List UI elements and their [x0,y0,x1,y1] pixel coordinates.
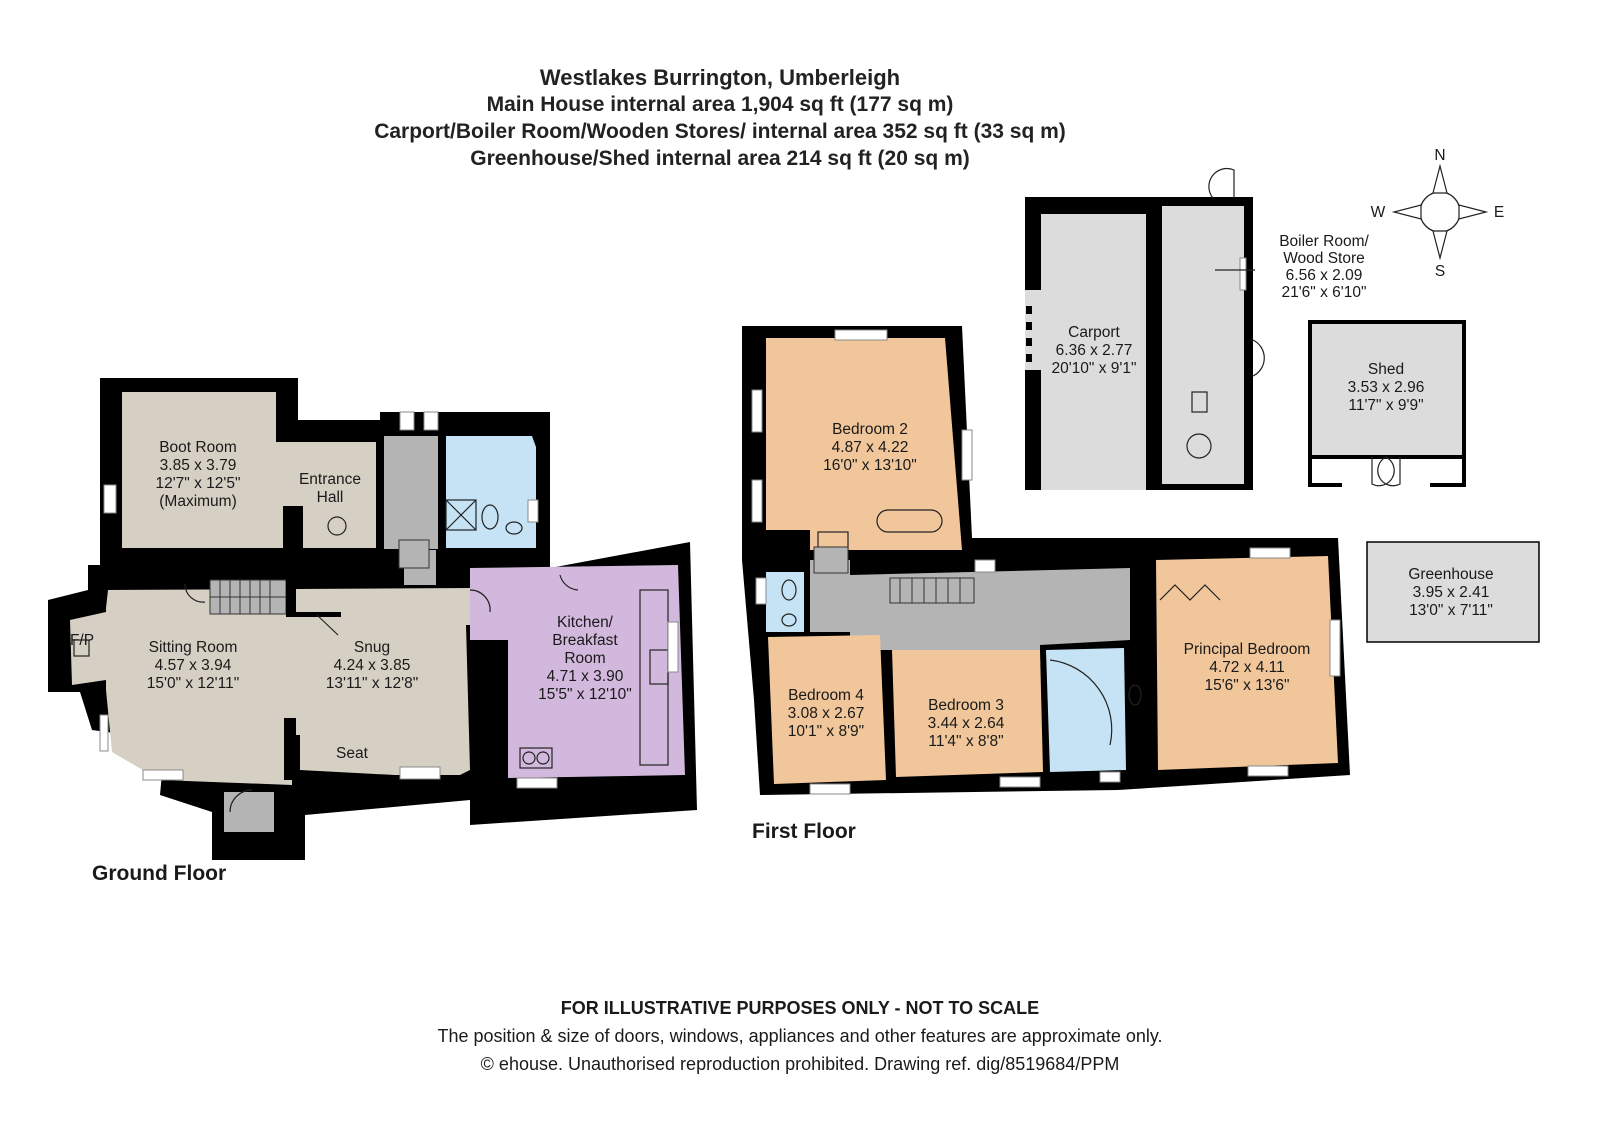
compass-rose-icon: N S W E [1371,147,1504,280]
svg-text:11'4" x 8'8": 11'4" x 8'8" [928,733,1003,750]
svg-text:Hall: Hall [317,489,344,506]
shed [1308,320,1466,459]
svg-text:3.85 x 3.79: 3.85 x 3.79 [160,457,237,474]
compass-w: W [1371,204,1386,221]
ground-floor-plan: Boot Room 3.85 x 3.79 12'7" x 12'5" (Max… [48,378,697,860]
disclaimer: FOR ILLUSTRATIVE PURPOSES ONLY - NOT TO … [560,998,1040,1018]
property-title: Westlakes Burrington, Umberleigh [539,65,901,90]
svg-text:Breakfast: Breakfast [552,632,618,649]
garden-buildings-area: Greenhouse/Shed internal area 214 sq ft … [470,147,970,170]
principal-bedroom [1156,556,1338,770]
svg-text:Snug: Snug [354,639,390,656]
entrance-hall [283,442,376,548]
svg-text:15'0" x 12'11": 15'0" x 12'11" [147,675,239,692]
bedroom-3 [892,650,1043,777]
plan-header: Westlakes Burrington, Umberleigh Main Ho… [0,64,1440,172]
first-floor-plan: Bedroom 2 4.87 x 4.22 16'0" x 13'10" Bed… [742,326,1350,795]
svg-text:Kitchen/: Kitchen/ [557,614,614,631]
main-house-area: Main House internal area 1,904 sq ft (17… [486,93,954,116]
svg-text:Principal Bedroom: Principal Bedroom [1184,641,1311,658]
svg-text:6.36 x 2.77: 6.36 x 2.77 [1056,342,1133,359]
boiler-room-wood-store [1162,206,1244,484]
seat-label: Seat [336,745,369,762]
ground-lobby [384,436,438,549]
kitchen-breakfast-room [470,565,685,778]
ground-floor-label: Ground Floor [92,862,226,885]
svg-text:4.57 x 3.94: 4.57 x 3.94 [155,657,232,674]
svg-text:Boiler Room/: Boiler Room/ [1279,233,1369,250]
svg-text:13'0" x 7'11": 13'0" x 7'11" [1409,602,1493,619]
svg-text:Wood Store: Wood Store [1283,250,1365,267]
svg-text:(Maximum): (Maximum) [159,493,237,510]
svg-text:4.72 x 4.11: 4.72 x 4.11 [1209,659,1285,676]
svg-text:15'6" x 13'6": 15'6" x 13'6" [1204,677,1289,694]
svg-text:3.53 x 2.96: 3.53 x 2.96 [1348,379,1425,396]
sitting-room-snug [106,588,470,785]
carport [1041,214,1146,490]
accuracy-note: The position & size of doors, windows, a… [437,1026,1163,1046]
boot-room [122,392,283,548]
svg-text:Carport: Carport [1068,324,1120,341]
compass-e: E [1494,204,1504,221]
ground-shower-room [446,436,536,548]
svg-text:20'10" x 9'1": 20'10" x 9'1" [1051,360,1136,377]
compass-n: N [1434,147,1445,164]
svg-text:15'5" x 12'10": 15'5" x 12'10" [538,686,632,703]
greenhouse [1366,541,1540,643]
first-floor-bathroom [1046,648,1126,772]
copyright-note: © ehouse. Unauthorised reproduction proh… [480,1054,1120,1074]
svg-text:Entrance: Entrance [299,471,361,488]
svg-text:16'0" x 13'10": 16'0" x 13'10" [823,457,917,474]
svg-text:Greenhouse: Greenhouse [1408,566,1493,583]
svg-text:4.24 x 3.85: 4.24 x 3.85 [334,657,411,674]
svg-text:Sitting Room: Sitting Room [149,639,238,656]
svg-text:3.44 x 2.64: 3.44 x 2.64 [928,715,1005,732]
svg-text:Bedroom 3: Bedroom 3 [928,697,1004,714]
first-floor-label: First Floor [752,820,856,843]
svg-text:10'1" x 8'9": 10'1" x 8'9" [788,723,864,740]
compass-s: S [1435,263,1445,280]
porch [224,792,274,832]
bedroom-4 [768,635,886,784]
outbuildings-plan: Carport 6.36 x 2.77 20'10" x 9'1" Boiler… [1025,167,1540,643]
svg-text:Bedroom 4: Bedroom 4 [788,687,864,704]
bedroom-2 [766,338,962,550]
svg-text:21'6" x 6'10": 21'6" x 6'10" [1281,284,1366,301]
svg-text:6.56 x 2.09: 6.56 x 2.09 [1286,267,1363,284]
svg-text:13'11" x 12'8": 13'11" x 12'8" [326,675,418,692]
svg-text:Room: Room [564,650,605,667]
svg-text:Bedroom 2: Bedroom 2 [832,421,908,438]
svg-text:11'7" x 9'9": 11'7" x 9'9" [1348,397,1423,414]
svg-text:3.95 x 2.41: 3.95 x 2.41 [1413,584,1490,601]
svg-text:4.71 x 3.90: 4.71 x 3.90 [547,668,624,685]
fireplace-label: F/P [70,632,94,649]
outbuildings-area: Carport/Boiler Room/Wooden Stores/ inter… [374,120,1066,143]
svg-text:Boot Room: Boot Room [159,439,237,456]
svg-text:3.08 x 2.67: 3.08 x 2.67 [788,705,865,722]
svg-text:12'7" x 12'5": 12'7" x 12'5" [155,475,240,492]
svg-text:Shed: Shed [1368,361,1404,378]
svg-text:4.87 x 4.22: 4.87 x 4.22 [832,439,909,456]
